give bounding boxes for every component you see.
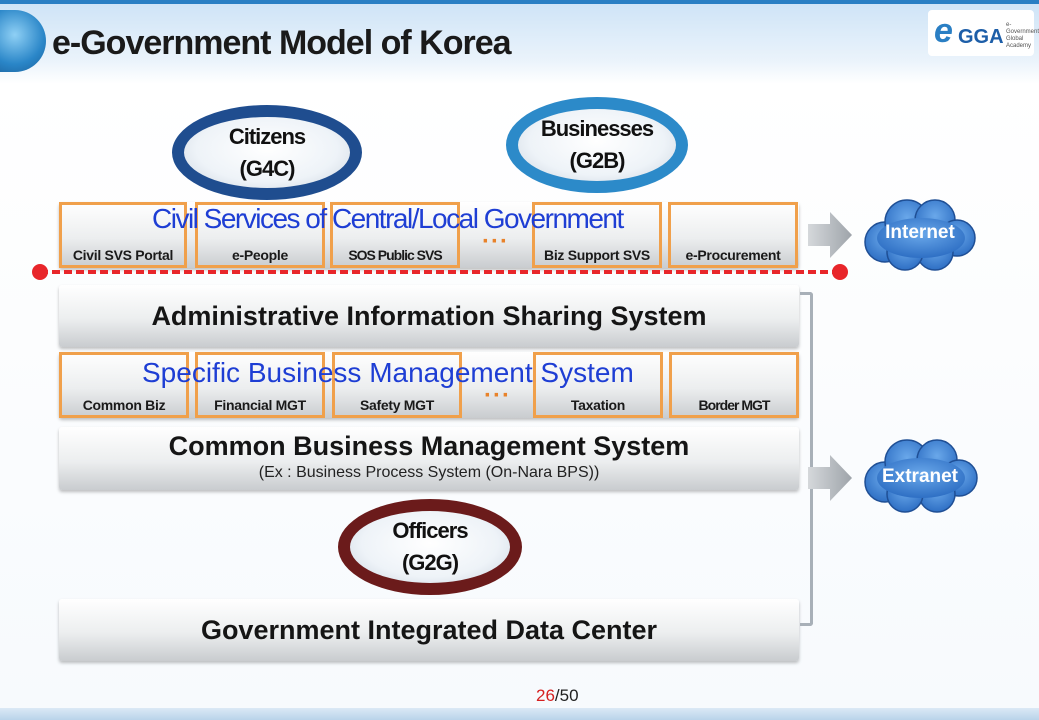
sos-public-svs-label: SOS Public SVS <box>348 247 442 263</box>
officers-label: Officers (G2G) <box>392 518 468 575</box>
internet-arrow-icon <box>808 212 852 258</box>
internet-cloud: Internet <box>855 190 985 280</box>
civil-svs-portal-box: Civil SVS Portal <box>59 202 187 268</box>
common-business-subtitle: (Ex : Business Process System (On-Nara B… <box>258 464 600 481</box>
common-business-bar: Common Business Management System (Ex : … <box>59 427 799 490</box>
globe-icon <box>0 10 46 72</box>
logo-mark: e <box>934 12 953 50</box>
page-number: 26/50 <box>536 686 579 706</box>
border-mgt-box: Border MGT <box>669 352 799 418</box>
logo-subtext: e-Government Global Academy <box>1006 22 1039 49</box>
civil-svs-portal-label: Civil SVS Portal <box>72 247 174 263</box>
specific-business-bar <box>59 352 799 418</box>
page-current: 26 <box>536 686 555 705</box>
cloud-icon <box>864 439 978 513</box>
common-biz-label: Common Biz <box>82 397 166 413</box>
businesses-ellipse: Businesses (G2B) <box>506 97 688 193</box>
sos-public-svs-box: SOS Public SVS <box>330 202 460 268</box>
biz-support-svs-label: Biz Support SVS <box>544 247 650 263</box>
extranet-cloud: Extranet <box>855 432 985 522</box>
common-business-title: Common Business Management System <box>168 431 690 461</box>
biz-support-svs-box: Biz Support SVS <box>532 202 662 268</box>
slide-title: e-Government Model of Korea <box>52 24 512 62</box>
financial-mgt-box: Financial MGT <box>195 352 325 418</box>
admin-sharing-bar: Administrative Information Sharing Syste… <box>59 285 799 347</box>
border-mgt-label: Border MGT <box>698 397 771 413</box>
officers-ellipse: Officers (G2G) <box>338 499 522 595</box>
e-procurement-box: e-Procurement <box>668 202 798 268</box>
separator-line <box>40 270 840 274</box>
bracket-line <box>800 292 813 626</box>
extranet-label: Extranet <box>881 466 959 487</box>
e-procurement-label: e-Procurement <box>685 247 781 263</box>
specific-business-ellipsis: ··· <box>484 382 511 409</box>
businesses-label: Businesses (G2B) <box>540 116 654 173</box>
data-center-bar: Government Integrated Data Center <box>59 599 799 661</box>
cloud-icon <box>864 199 976 271</box>
safety-mgt-box: Safety MGT <box>332 352 462 418</box>
logo-text: GGA <box>958 26 1004 48</box>
internet-label: Internet <box>885 222 955 243</box>
common-biz-box: Common Biz <box>59 352 189 418</box>
e-people-label: e-People <box>232 247 288 263</box>
separator-right-dot <box>832 264 848 280</box>
financial-mgt-label: Financial MGT <box>214 397 306 413</box>
extranet-arrow-icon <box>808 455 852 501</box>
e-people-box: e-People <box>195 202 325 268</box>
gga-logo: e GGA e-Government Global Academy <box>928 10 1039 56</box>
civil-services-ellipsis: ··· <box>482 228 509 255</box>
page-total: /50 <box>554 686 579 705</box>
slide-header: e-Government Model of Korea e GGA e-Gove… <box>0 0 1039 84</box>
taxation-label: Taxation <box>570 397 626 413</box>
specific-business-title: Specific Business Management System <box>142 357 634 388</box>
citizens-label: Citizens (G4C) <box>228 123 306 181</box>
civil-services-title: Civil Services of Central/Local Governme… <box>152 203 624 234</box>
civil-services-bar <box>59 202 799 268</box>
safety-mgt-label: Safety MGT <box>359 397 434 413</box>
footer-strip <box>0 708 1039 720</box>
separator-left-dot <box>32 264 48 280</box>
taxation-box: Taxation <box>533 352 663 418</box>
citizens-ellipse: Citizens (G4C) <box>172 105 362 200</box>
